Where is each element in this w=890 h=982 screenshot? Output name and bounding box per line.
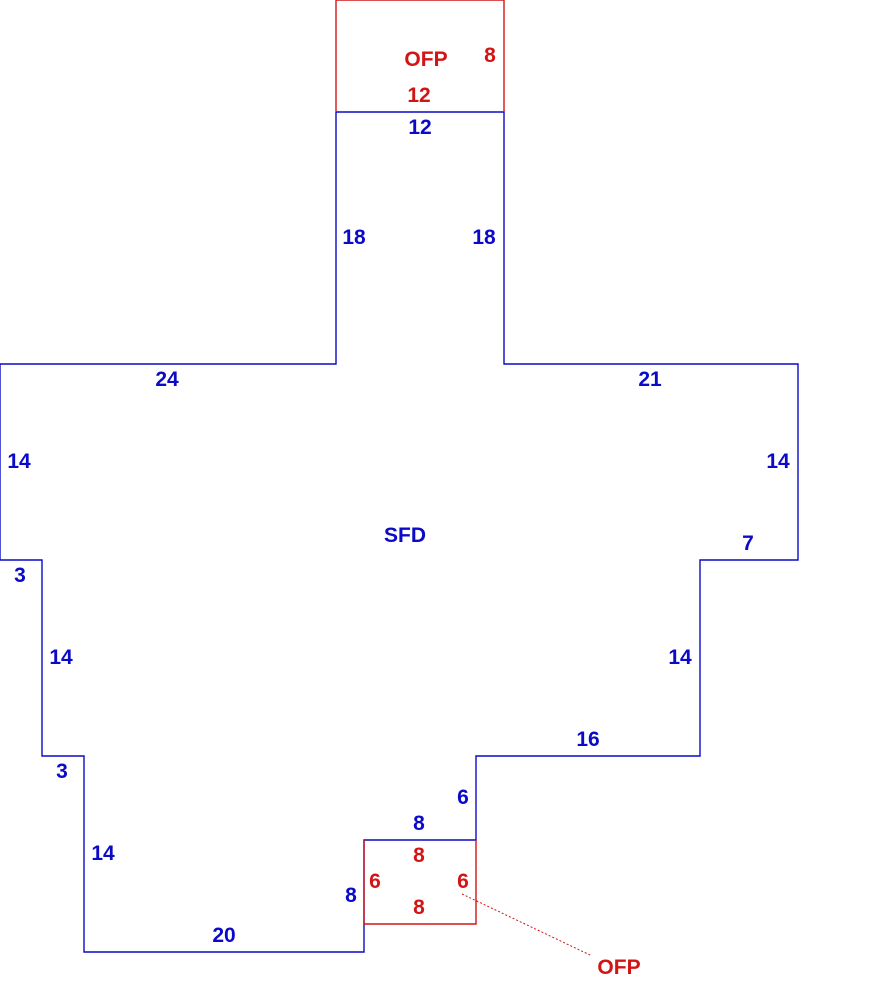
bottom-porch-label: OFP [597, 956, 640, 979]
dim-bottom-porch-bottom: 8 [413, 896, 425, 919]
dim-right-top: 21 [638, 368, 662, 391]
dim-notch-right: 6 [457, 786, 469, 809]
top-porch-label: OFP [404, 48, 447, 71]
dim-right-bottom: 16 [576, 728, 599, 751]
dim-right-side: 14 [766, 450, 790, 473]
dim-right-side-2: 14 [668, 646, 692, 669]
dim-notch-top: 8 [413, 812, 425, 835]
dim-left-side-2: 14 [49, 646, 73, 669]
dim-left-side: 14 [7, 450, 31, 473]
dim-bottom-porch-right: 6 [457, 870, 469, 893]
dim-bottom-porch-top: 8 [413, 844, 425, 867]
dim-top-porch-side: 8 [484, 44, 496, 67]
dim-left-side-3: 14 [91, 842, 115, 865]
dim-stem-right: 18 [472, 226, 496, 249]
dim-top-porch-bottom: 12 [407, 84, 430, 107]
dim-notch-left: 8 [345, 884, 357, 907]
dim-left-top: 24 [155, 368, 179, 391]
sfd-label: SFD [384, 524, 426, 547]
dim-left-step-1: 3 [14, 564, 26, 587]
dim-bottom-porch-left: 6 [369, 870, 381, 893]
dim-stem-left: 18 [342, 226, 366, 249]
dim-right-step: 7 [742, 532, 754, 555]
bottom-porch-outline [363, 840, 477, 925]
dim-left-step-2: 3 [56, 760, 68, 783]
dim-stem-top: 12 [408, 116, 431, 139]
dim-bottom-left: 20 [212, 924, 235, 947]
top-porch-outline [335, 0, 505, 112]
porch-leader-line [461, 893, 591, 956]
